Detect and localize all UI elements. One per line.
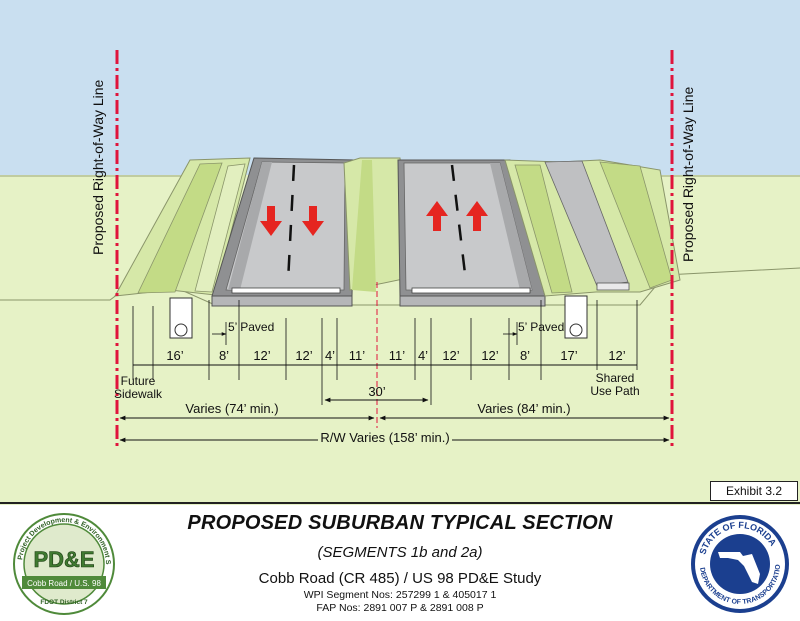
study-name: Cobb Road (CR 485) / US 98 PD&E Study — [258, 570, 542, 587]
left-embankment — [114, 157, 251, 297]
dim-4-r: 4’ — [418, 348, 428, 363]
cross-section-drawing: Proposed Right-of-Way Line Proposed Righ… — [0, 0, 800, 505]
dim-12-r1: 12’ — [442, 348, 459, 363]
varies-left: Varies (74’ min.) — [185, 401, 278, 416]
row-total: R/W Varies (158’ min.) — [320, 430, 449, 445]
dimension-values: 16’ 8’ 12’ 12’ 4’ 11’ 11’ 4’ 12’ 12’ 8’ … — [166, 348, 625, 363]
dim-8-right: 8’ — [520, 348, 530, 363]
traffic-arrows-westbound — [260, 206, 324, 236]
paved-label-right: 5’ Paved — [518, 320, 564, 334]
dim-4-l: 4’ — [325, 348, 335, 363]
dim-12-path: 12’ — [608, 348, 625, 363]
shared-path-label-1: Shared — [596, 371, 635, 385]
wpi-numbers: WPI Segment Nos: 257299 1 & 405017 1 — [303, 589, 497, 601]
dim-8-left: 8’ — [219, 348, 229, 363]
right-embankment — [504, 159, 681, 297]
future-sidewalk-label-1: Future — [121, 374, 156, 388]
exhibit-label: Exhibit 3.2 — [710, 481, 798, 501]
dim-12-l1: 12’ — [253, 348, 270, 363]
shared-path-label-2: Use Path — [590, 384, 639, 398]
right-roadway — [397, 159, 546, 307]
dim-12-l2: 12’ — [295, 348, 312, 363]
page-subtitle: (SEGMENTS 1b and 2a) — [317, 544, 483, 561]
right-drain-structure — [564, 295, 588, 339]
logo-main-text: PD&E — [33, 547, 94, 572]
row-line-label-left: Proposed Right-of-Way Line — [90, 79, 106, 255]
fdot-seal: STATE OF FLORIDA DEPARTMENT OF TRANSPORT… — [688, 512, 789, 613]
dim-16: 16’ — [166, 348, 183, 363]
median-dim: 30’ — [368, 384, 385, 399]
dim-11-l: 11’ — [349, 348, 365, 363]
row-line-label-right: Proposed Right-of-Way Line — [680, 86, 696, 262]
left-drain-structure — [169, 297, 193, 339]
arrow-up-icon — [466, 201, 488, 231]
arrow-down-icon — [260, 206, 282, 236]
future-sidewalk-label-2: Sidewalk — [114, 387, 163, 401]
arrow-up-icon — [426, 201, 448, 231]
fap-numbers: FAP Nos: 2891 007 P & 2891 008 P — [316, 602, 484, 614]
dim-17: 17’ — [560, 348, 577, 363]
logo-bottom-text: FDOT District 7 — [40, 599, 88, 606]
logo-band-text: Cobb Road / U.S. 98 — [27, 579, 101, 588]
paved-label-left: 5’ Paved — [228, 320, 274, 334]
extension-lines — [132, 300, 638, 405]
paved-callout-lines — [212, 322, 518, 345]
traffic-arrows-eastbound — [426, 201, 488, 231]
page-title: PROPOSED SUBURBAN TYPICAL SECTION — [187, 512, 613, 534]
left-roadway — [211, 157, 356, 307]
florida-map-icon — [718, 552, 760, 584]
median — [343, 157, 409, 292]
arrow-down-icon — [302, 206, 324, 236]
dim-12-r2: 12’ — [481, 348, 498, 363]
varies-right: Varies (84’ min.) — [477, 401, 570, 416]
dim-11-r: 11’ — [389, 348, 405, 363]
title-block: PROPOSED SUBURBAN TYPICAL SECTION (SEGME… — [0, 504, 800, 621]
pde-logo: Project Development & Environment Study … — [8, 510, 115, 615]
